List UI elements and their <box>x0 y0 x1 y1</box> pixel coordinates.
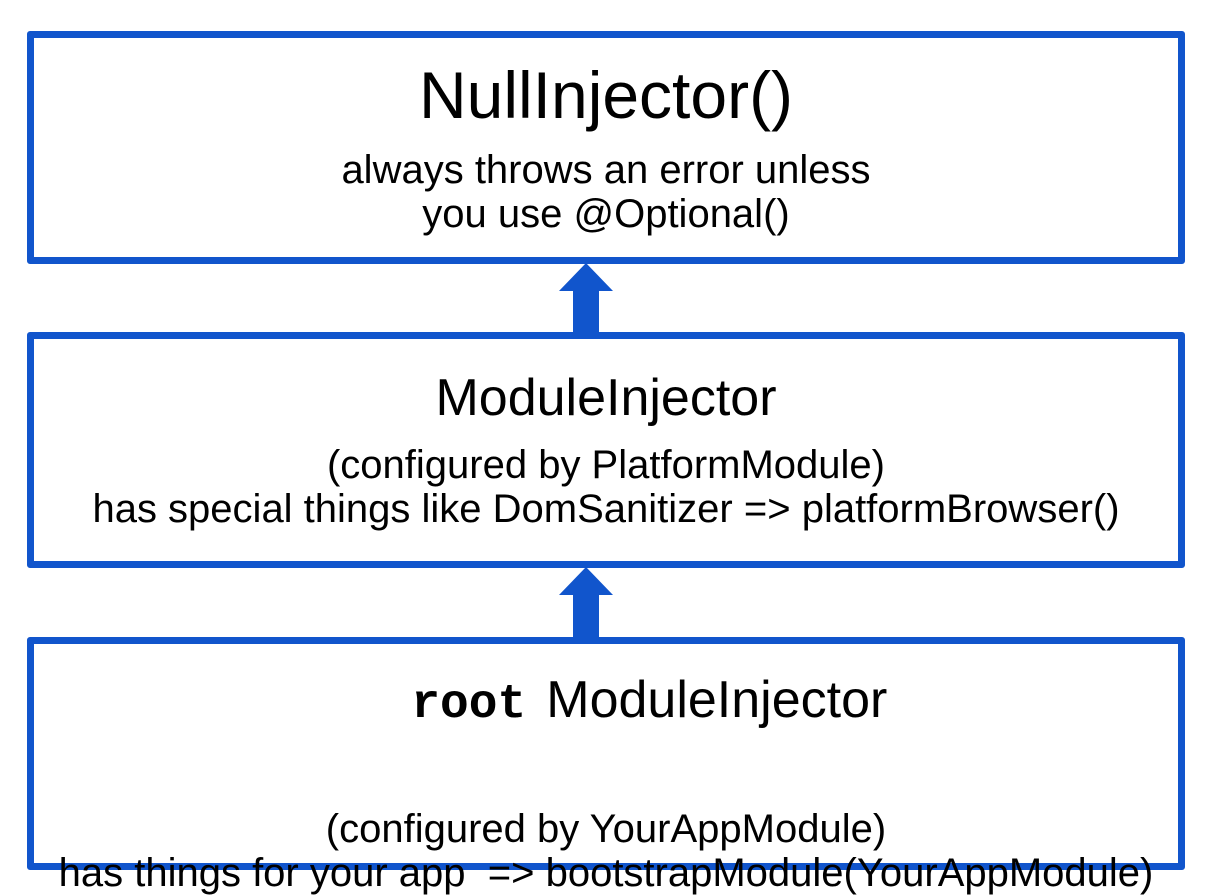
root-module-injector-title: root ModuleInjector <box>325 612 888 790</box>
box-platform-module-injector: ModuleInjector (configured by PlatformMo… <box>27 332 1185 568</box>
null-injector-description: always throws an error unless you use @O… <box>341 148 870 236</box>
platform-module-injector-description-line: has special things like DomSanitizer => … <box>92 487 1120 532</box>
box-root-module-injector: root ModuleInjector (configured by YourAp… <box>27 637 1185 895</box>
platform-module-injector-description: (configured by PlatformModule) has speci… <box>92 443 1119 531</box>
root-keyword: root <box>411 677 527 732</box>
root-module-injector-description-line: has things for your app => bootstrapModu… <box>58 850 1154 895</box>
box-null-injector: NullInjector() always throws an error un… <box>27 31 1185 264</box>
null-injector-description-line: you use @Optional() <box>422 192 790 237</box>
platform-module-injector-description-line: (configured by PlatformModule) <box>326 443 885 488</box>
arrow-up-icon <box>558 567 614 637</box>
root-module-injector-description: (configured by YourAppModule) has things… <box>59 807 1154 895</box>
platform-module-injector-title: ModuleInjector <box>435 368 777 427</box>
null-injector-description-line: always throws an error unless <box>341 148 871 193</box>
arrow-up-icon <box>558 263 614 333</box>
root-module-injector-title-rest: ModuleInjector <box>546 670 888 729</box>
root-module-injector-description-line: (configured by YourAppModule) <box>325 806 887 851</box>
null-injector-title: NullInjector() <box>418 57 794 132</box>
